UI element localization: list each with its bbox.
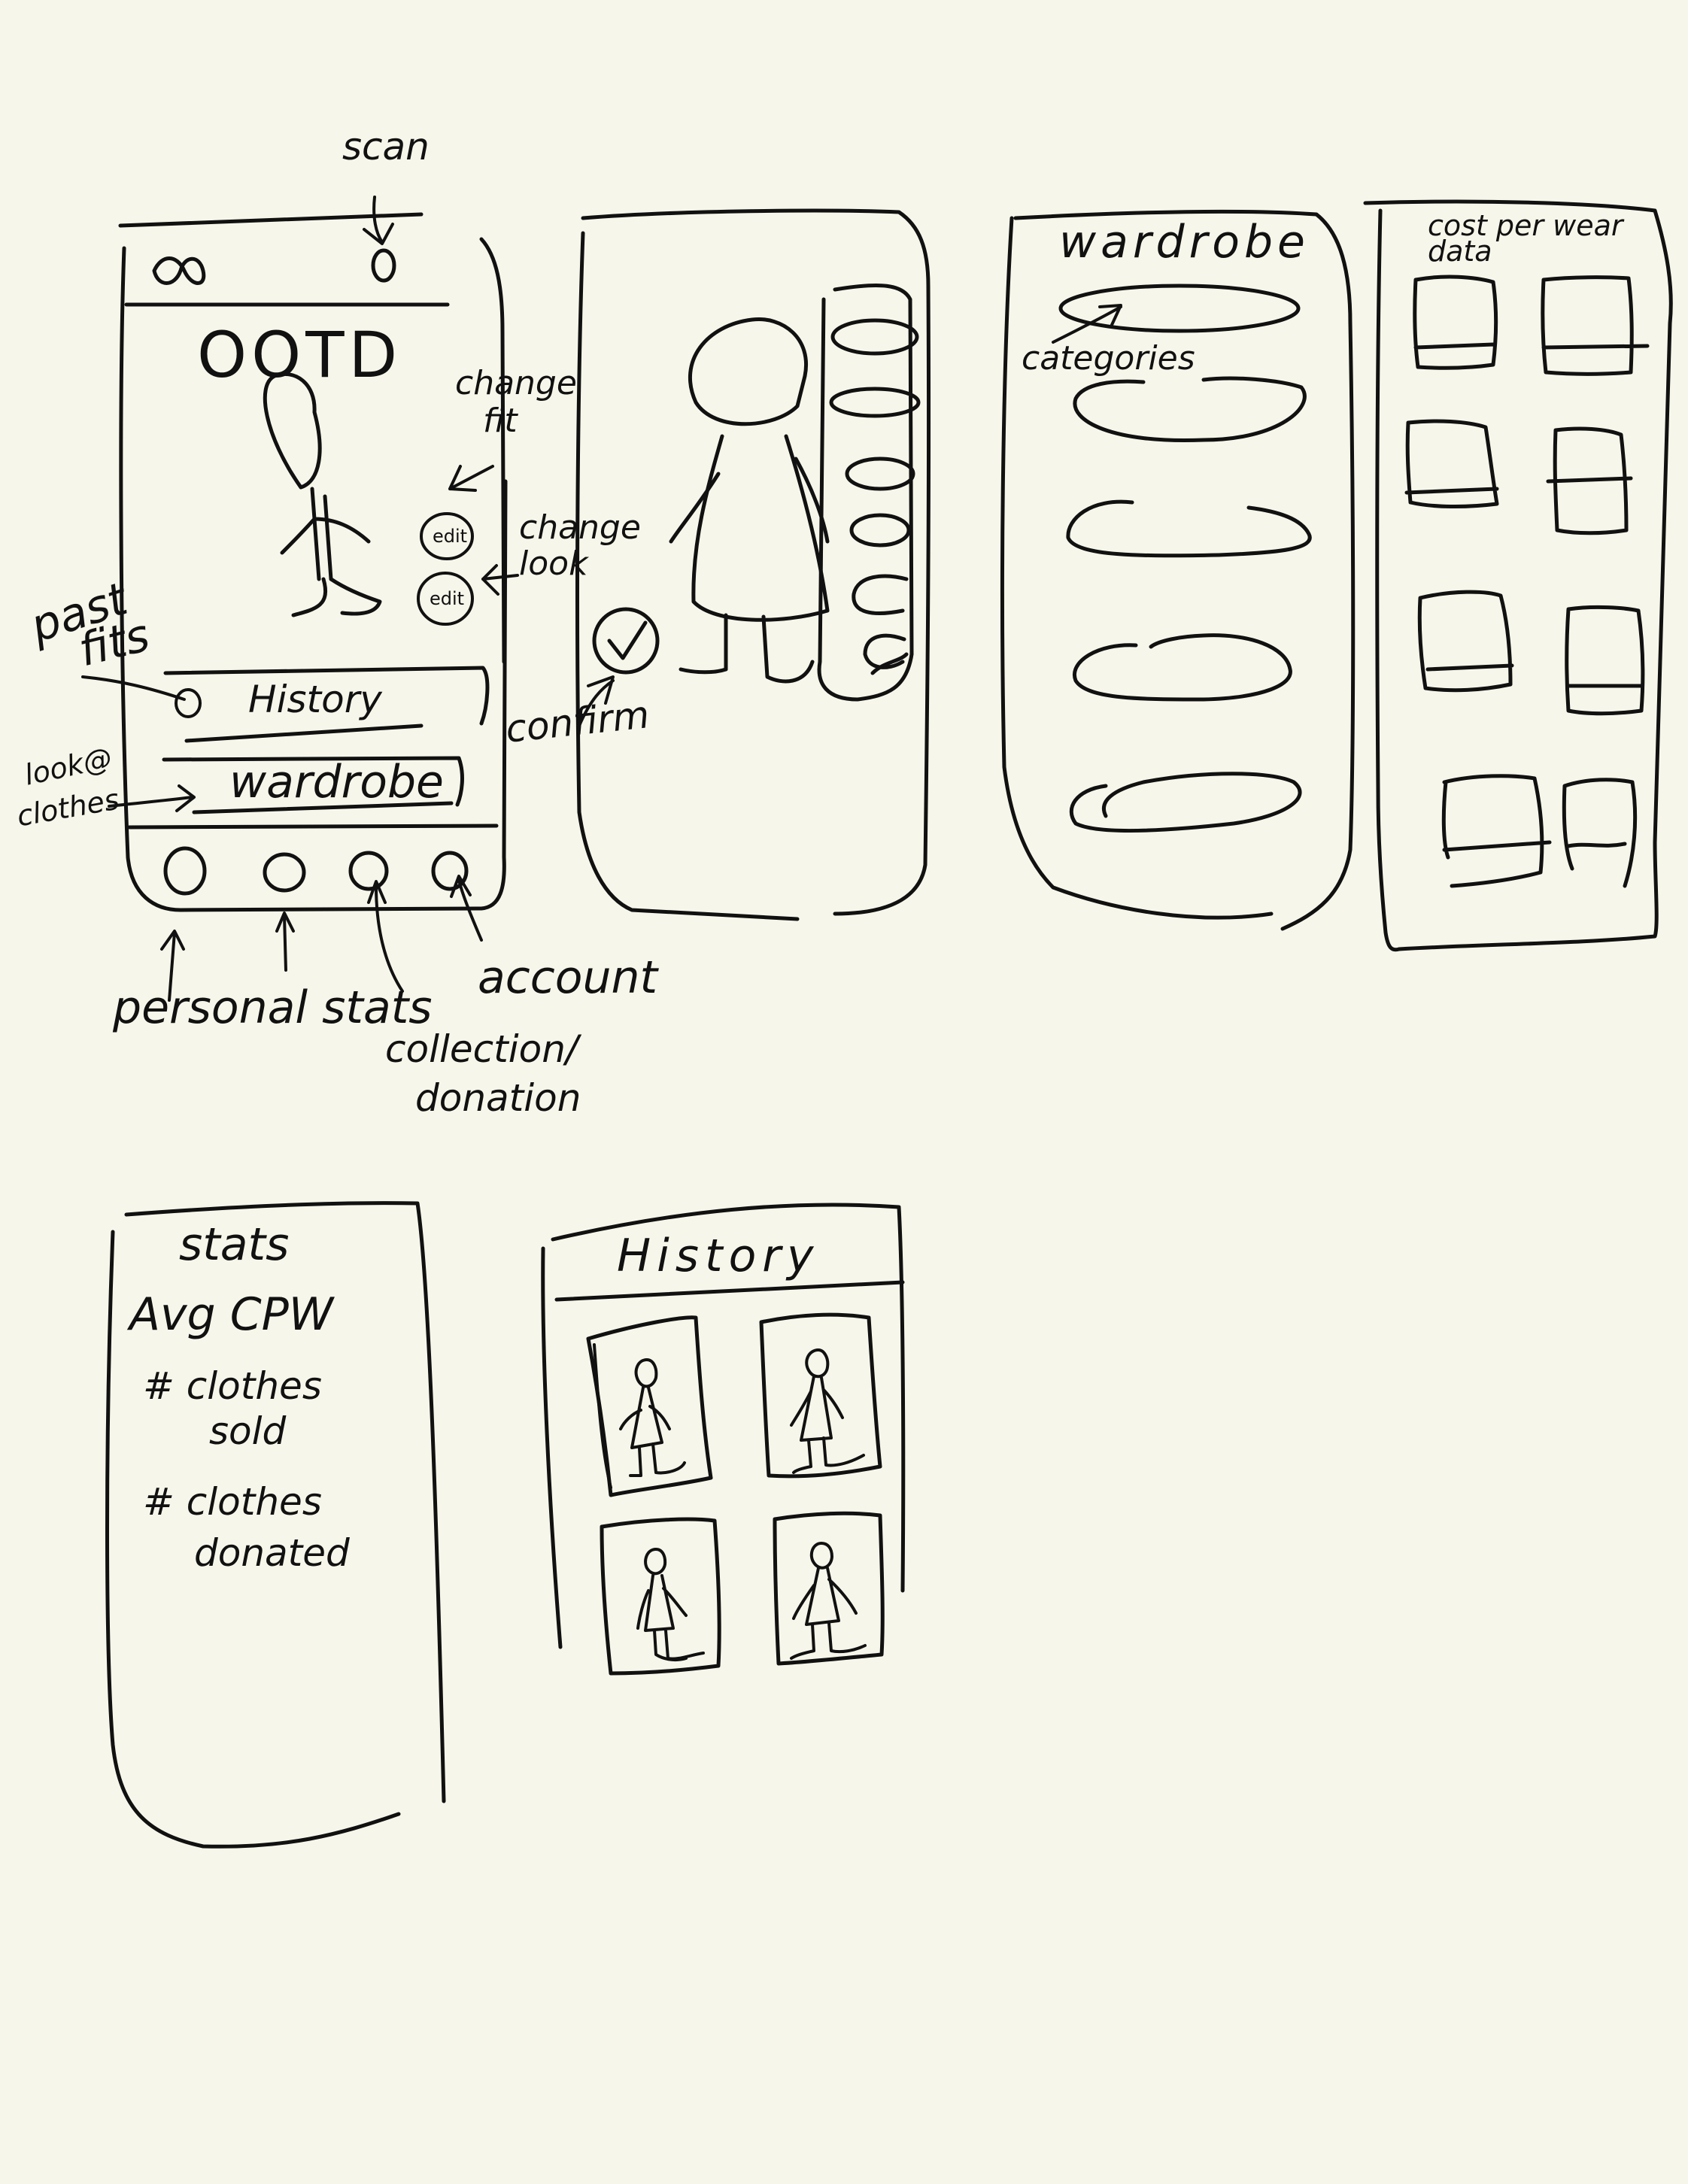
cpw-item-3[interactable] <box>1404 419 1499 509</box>
cpw-item-5[interactable] <box>1417 590 1514 693</box>
cpw-item-8[interactable] <box>1562 778 1638 888</box>
history-frame <box>541 1203 906 1649</box>
past-fits-arrow <box>81 675 186 701</box>
collection-arrow <box>367 880 404 993</box>
clothing-option-2[interactable] <box>829 387 921 418</box>
history-button-frame <box>163 666 490 743</box>
outfit-editor-frame <box>575 208 931 921</box>
collection-donation-annotation-1: collection/ <box>385 1027 578 1071</box>
collection-donation-arrow <box>275 912 295 972</box>
change-look-arrow <box>481 564 519 596</box>
change-look-annotation-2: look <box>519 544 588 583</box>
personal-stats-icon[interactable] <box>163 846 207 896</box>
collection-donation-icon[interactable] <box>263 852 306 893</box>
edit-button-1[interactable]: edit <box>433 526 468 547</box>
confirm-arrow <box>578 675 615 727</box>
look-clothes-arrow <box>108 784 196 812</box>
wardrobe-category-4[interactable] <box>1073 633 1292 702</box>
cost-per-wear-title: cost per wear data <box>1428 209 1623 268</box>
edit-button-1-outline <box>420 512 474 560</box>
history-outfit-2[interactable] <box>759 1312 882 1479</box>
edit-button-2[interactable]: edit <box>430 588 465 609</box>
personal-stats-annotation: personal stats <box>113 981 433 1034</box>
cpw-item-7[interactable] <box>1441 774 1552 888</box>
wardrobe-category-1[interactable] <box>1058 284 1301 333</box>
cpw-item-6[interactable] <box>1565 605 1645 716</box>
stats-frame <box>105 1201 446 1849</box>
account-icon[interactable] <box>431 851 469 891</box>
stats-avg-cpw: Avg CPW <box>129 1288 334 1341</box>
wardrobe-title: wardrobe <box>1059 216 1310 268</box>
scan-arrow <box>363 196 394 245</box>
account-arrow <box>450 875 483 942</box>
home-title: OOTD <box>197 318 402 392</box>
change-fit-arrow <box>448 465 494 492</box>
scan-annotation: scan <box>342 125 430 168</box>
stats-clothes-donated-1: # clothes <box>143 1480 322 1524</box>
wardrobe-category-3[interactable] <box>1066 499 1312 558</box>
account-annotation: account <box>478 951 658 1004</box>
stats-clothes-sold-2: sold <box>209 1409 287 1453</box>
home-screen-frame <box>118 212 508 912</box>
wardrobe-button[interactable]: wardrobe <box>229 756 444 808</box>
stats-clothes-sold-1: # clothes <box>143 1364 322 1408</box>
clothing-options-panel <box>817 283 914 702</box>
clothing-option-6[interactable] <box>863 633 909 675</box>
wardrobe-frame <box>1000 209 1356 931</box>
editor-avatar <box>669 317 830 684</box>
cpw-item-2[interactable] <box>1541 275 1650 376</box>
collection-donation-annotation-2: donation <box>415 1076 581 1120</box>
infinity-icon[interactable] <box>152 256 206 285</box>
wardrobe-category-5[interactable] <box>1069 772 1302 833</box>
scan-icon[interactable] <box>371 248 396 283</box>
cpw-item-1[interactable] <box>1413 275 1498 370</box>
checkmark-icon[interactable] <box>592 607 660 675</box>
clothing-option-3[interactable] <box>845 457 915 491</box>
wardrobe-button-frame <box>127 756 499 830</box>
cpw-item-4[interactable] <box>1546 426 1633 535</box>
change-fit-annotation-1: change <box>455 364 577 402</box>
cost-per-wear-frame <box>1363 199 1673 952</box>
history-button[interactable]: History <box>248 678 382 721</box>
history-outfit-4[interactable] <box>773 1511 885 1666</box>
clothing-option-4[interactable] <box>849 513 911 548</box>
history-outfit-3[interactable] <box>600 1517 721 1676</box>
history-outfit-1[interactable] <box>586 1315 713 1497</box>
change-look-annotation-1: change <box>519 508 641 547</box>
categories-arrow <box>1052 304 1122 344</box>
clothing-option-1[interactable] <box>830 318 919 356</box>
edit-button-2-outline <box>417 572 474 626</box>
stats-title: stats <box>179 1218 290 1271</box>
stats-clothes-donated-2: donated <box>194 1531 350 1575</box>
collection-icon[interactable] <box>348 851 389 891</box>
personal-stats-arrow <box>160 930 185 1002</box>
categories-annotation: categories <box>1022 339 1195 378</box>
clothing-option-5[interactable] <box>852 574 909 615</box>
wardrobe-category-2[interactable] <box>1073 376 1307 443</box>
avatar-figure <box>263 372 382 617</box>
history-title: History <box>617 1230 820 1282</box>
change-fit-annotation-2: fit <box>483 402 518 440</box>
